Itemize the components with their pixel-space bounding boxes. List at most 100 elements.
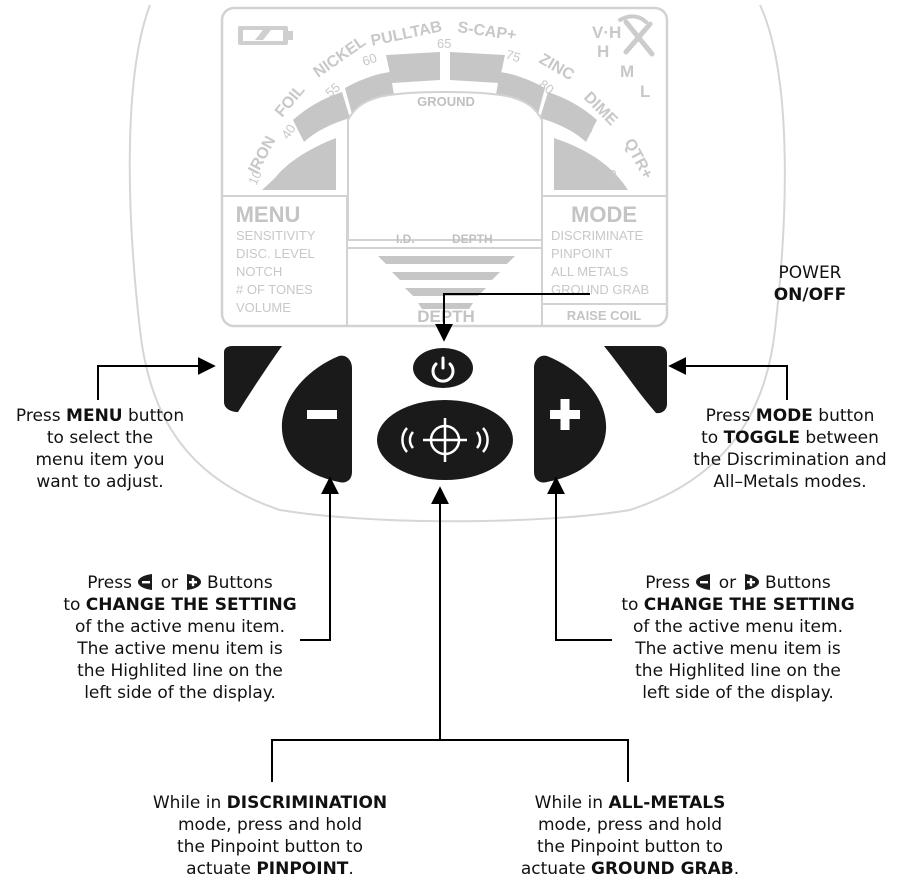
mode-item-all-metals: ALL METALS bbox=[551, 264, 629, 279]
menu-title: MENU bbox=[236, 202, 301, 227]
plus-button[interactable] bbox=[534, 355, 607, 483]
pick-shovel-icon bbox=[618, 14, 655, 57]
discrimination-arc bbox=[262, 52, 628, 190]
plus-leader bbox=[547, 476, 612, 641]
callout-keyword-all-metals: ALL-METALS bbox=[608, 793, 726, 813]
callout-keyword-ground-grab: GROUND GRAB bbox=[591, 859, 734, 879]
power-icon bbox=[431, 356, 455, 383]
menu-button-callout: Press MENU button to select the menu ite… bbox=[0, 405, 200, 493]
arc-segment-4 bbox=[386, 52, 440, 83]
plus-icon bbox=[550, 399, 580, 430]
callout-keyword-change-setting: CHANGE THE SETTING bbox=[85, 595, 297, 615]
callout-word-between: between bbox=[805, 428, 879, 448]
callout-word-actuate: actuate bbox=[186, 859, 251, 879]
arc-segment-2 bbox=[293, 92, 350, 142]
scale-number-75: 75 bbox=[504, 47, 522, 66]
arc-segment-1 bbox=[262, 138, 336, 190]
callout-word-actuate: actuate bbox=[520, 859, 586, 879]
sensitivity-level-m: M bbox=[620, 62, 634, 81]
change-setting-callout-left: Press or Buttons to CHANGE THE SETTING o… bbox=[60, 572, 300, 704]
mode-button-callout: Press MODE button to TOGGLE between the … bbox=[670, 405, 910, 493]
menu-callout-line3: menu item you bbox=[35, 450, 165, 470]
sensitivity-level-vh: V·H bbox=[592, 23, 621, 42]
mode-callout-line4: All–Metals modes. bbox=[713, 472, 867, 492]
minus-leader bbox=[300, 476, 339, 641]
callout-word-or: or bbox=[160, 573, 179, 593]
callout-word-press: Press bbox=[645, 573, 690, 593]
scale-number-60: 60 bbox=[360, 50, 378, 69]
discrimination-callout: While in DISCRIMINATION mode, press and … bbox=[140, 792, 400, 880]
sensitivity-level-h: H bbox=[597, 42, 609, 61]
plus-button-icon bbox=[186, 574, 201, 590]
callout-keyword-discrimination: DISCRIMINATION bbox=[226, 793, 388, 813]
callout-lines bbox=[97, 293, 788, 782]
change-setting-callout-right: Press or Buttons to CHANGE THE SETTING o… bbox=[618, 572, 858, 704]
callout-word-buttons: Buttons bbox=[764, 573, 831, 593]
plus-button-icon bbox=[744, 574, 759, 590]
arc-segment-5 bbox=[450, 52, 505, 83]
callout-keyword-mode: MODE bbox=[755, 406, 813, 426]
change-callout-line6: left side of the display. bbox=[642, 683, 834, 703]
callout-keyword-menu: MENU bbox=[66, 406, 123, 426]
minus-button[interactable] bbox=[281, 355, 352, 483]
housing-outline bbox=[128, 4, 786, 523]
sensitivity-level-l: L bbox=[640, 82, 650, 101]
callout-word-press: Press bbox=[87, 573, 132, 593]
callout-word-button: button bbox=[128, 406, 185, 426]
menu-button[interactable] bbox=[224, 346, 282, 412]
id-window bbox=[347, 90, 543, 241]
menu-item-sensitivity: SENSITIVITY bbox=[236, 228, 316, 243]
all-metals-callout: While in ALL-METALS mode, press and hold… bbox=[500, 792, 760, 880]
minus-button-icon bbox=[138, 574, 153, 590]
depth-bar-2 bbox=[392, 272, 500, 280]
scale-number-99: 99 bbox=[603, 168, 622, 187]
callout-word-press: Press bbox=[15, 406, 61, 426]
depth-bar-4 bbox=[418, 303, 473, 309]
battery-icon bbox=[238, 26, 293, 45]
callout-word-button: button bbox=[818, 406, 875, 426]
callout-keyword-pinpoint: PINPOINT bbox=[256, 859, 349, 879]
callout-words-while-in: While in bbox=[152, 793, 222, 813]
callout-word-buttons: Buttons bbox=[206, 573, 273, 593]
change-callout-line3: of the active menu item. bbox=[633, 617, 843, 637]
scale-number-65: 65 bbox=[437, 36, 451, 51]
all-metals-callout-line3: the Pinpoint button to bbox=[537, 837, 723, 857]
scale-number-85: 85 bbox=[575, 119, 596, 139]
power-callout-line2: ON/OFF bbox=[773, 285, 847, 305]
menu-item-tones: # OF TONES bbox=[236, 282, 313, 297]
callout-words-while-in: While in bbox=[534, 793, 604, 813]
change-callout-line4: The active menu item is bbox=[77, 639, 283, 659]
mode-button[interactable] bbox=[604, 346, 667, 414]
menu-leader bbox=[97, 357, 216, 400]
arc-segment-3 bbox=[345, 72, 395, 114]
ground-label: GROUND bbox=[417, 94, 475, 109]
discrimination-callout-line3: the Pinpoint button to bbox=[177, 837, 363, 857]
lcd-display: V·H H M L IRON FOIL NICKEL PULLTAB S-CAP… bbox=[220, 6, 669, 328]
change-callout-line4: The active menu item is bbox=[635, 639, 841, 659]
change-callout-line3: of the active menu item. bbox=[75, 617, 285, 637]
power-button[interactable] bbox=[413, 348, 473, 388]
callout-word-press: Press bbox=[705, 406, 751, 426]
power-leader bbox=[435, 293, 590, 342]
mode-item-discriminate: DISCRIMINATE bbox=[551, 228, 644, 243]
callout-keyword-toggle: TOGGLE bbox=[723, 428, 800, 448]
pinpoint-button[interactable] bbox=[377, 400, 513, 480]
callout-word-to: to bbox=[621, 595, 639, 615]
arc-segment-6 bbox=[495, 72, 545, 114]
change-callout-line5: the Highlited line on the bbox=[77, 661, 283, 681]
callout-word-to: to bbox=[63, 595, 81, 615]
callout-keyword-change-setting: CHANGE THE SETTING bbox=[643, 595, 855, 615]
callout-word-to: to bbox=[701, 428, 719, 448]
pinpoint-split-bar bbox=[271, 739, 629, 782]
scale-number-40: 40 bbox=[278, 121, 299, 141]
mode-title: MODE bbox=[571, 202, 637, 227]
discrimination-callout-line2: mode, press and hold bbox=[177, 815, 363, 835]
all-metals-callout-line2: mode, press and hold bbox=[537, 815, 723, 835]
arc-segment-7 bbox=[540, 92, 597, 142]
crosshair-target-icon bbox=[401, 418, 489, 462]
power-callout-line1: POWER bbox=[778, 263, 842, 283]
scale-number-10: 10 bbox=[245, 168, 265, 187]
change-callout-line6: left side of the display. bbox=[84, 683, 276, 703]
raise-coil-label: RAISE COIL bbox=[567, 308, 641, 323]
depth-label: DEPTH bbox=[452, 232, 493, 246]
